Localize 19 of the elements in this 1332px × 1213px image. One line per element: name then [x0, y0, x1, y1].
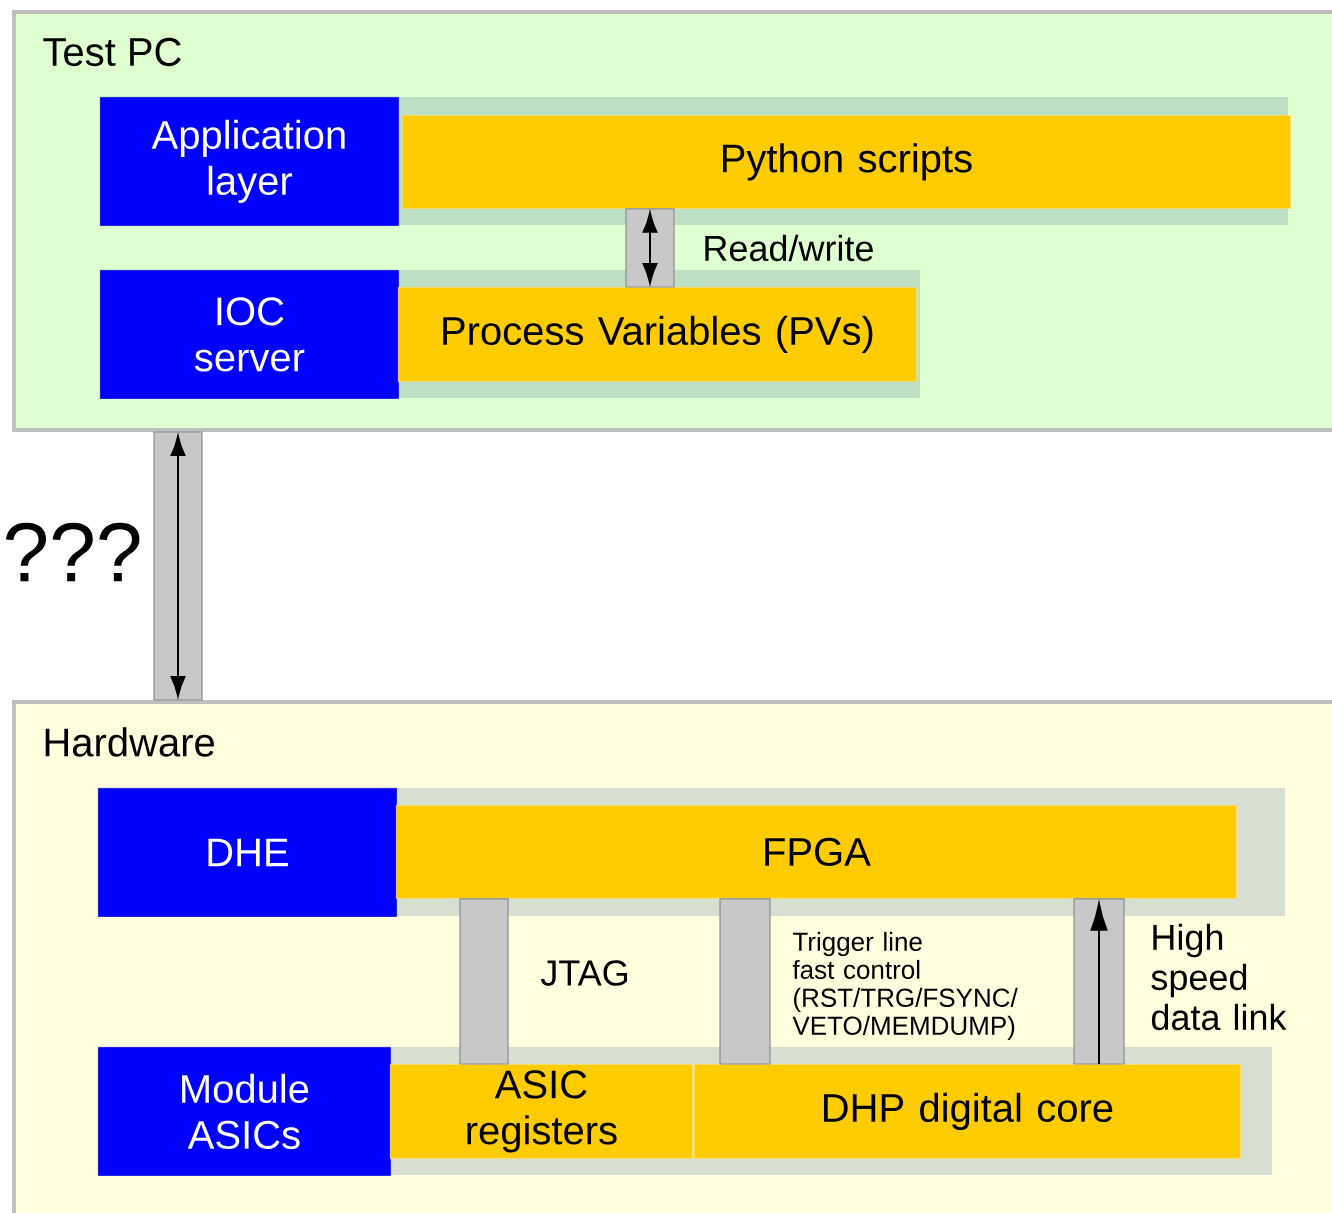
connector-bar [625, 208, 675, 288]
connector-bar [459, 898, 509, 1065]
edge-label: JTAG [540, 960, 627, 986]
component-box: FPGA [396, 805, 1237, 899]
edge-label: ??? [5, 522, 140, 582]
edge-label: Trigger line fast control (RST/TRG/FSYNC/ VETO/MEMDUMP) [792, 931, 1018, 1041]
edge-label: Read/write [705, 234, 873, 262]
layer-box: DHE [98, 788, 397, 917]
layer-box: IOC server [100, 270, 399, 399]
layer-box: Application layer [100, 97, 399, 226]
layer-box: Module ASICs [98, 1047, 391, 1176]
component-box: DHP digital core [694, 1064, 1241, 1159]
edge-label: High speed data link [1151, 923, 1287, 1031]
connector-bar [153, 431, 203, 701]
connector-bar [1073, 898, 1125, 1065]
component-box: Python scripts [402, 115, 1291, 209]
component-box: ASIC registers [390, 1064, 693, 1159]
connector-bar [719, 898, 771, 1065]
component-box: Process Variables (PVs) [398, 287, 917, 382]
